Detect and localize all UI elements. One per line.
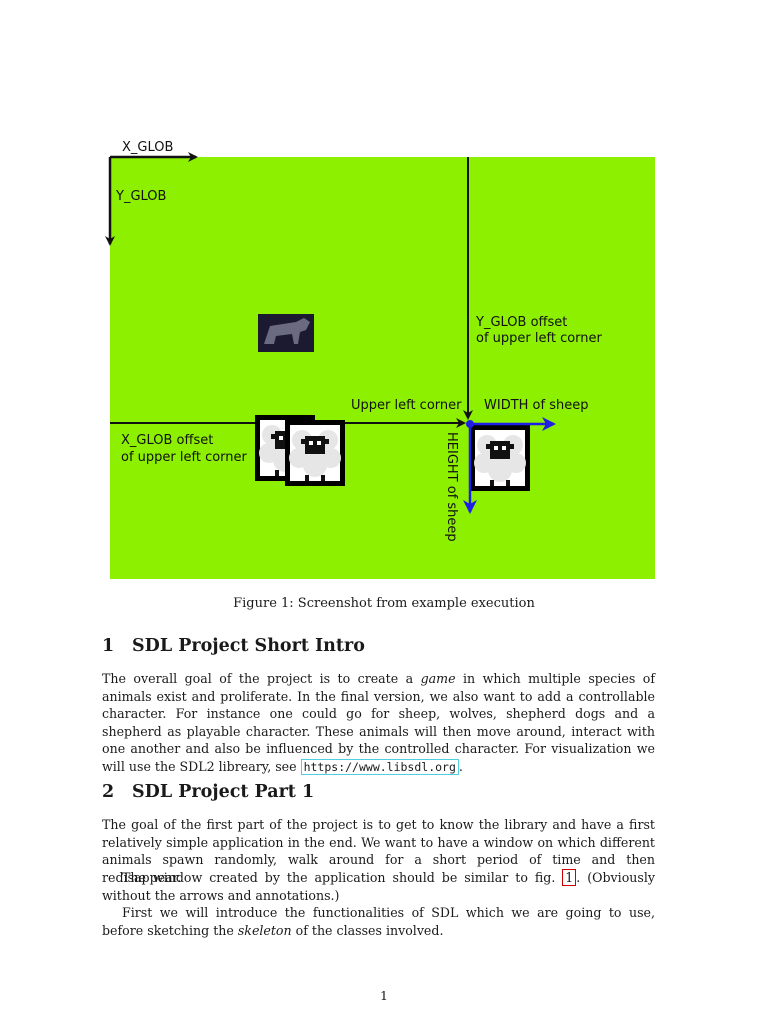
figure-1: X_GLOB Y_GLOB Y_GLOB offset of upper lef… xyxy=(0,0,768,600)
page-number: 1 xyxy=(0,988,768,1003)
figure-reference-link[interactable]: 1 xyxy=(562,869,576,886)
figure-canvas: X_GLOB Y_GLOB Y_GLOB offset of upper lef… xyxy=(0,0,768,600)
emphasis-skeleton: skeleton xyxy=(238,923,292,938)
libsdl-link[interactable]: https://www.libsdl.org xyxy=(301,759,459,775)
section-2-title: SDL Project Part 1 xyxy=(132,782,314,802)
wolf-sprite xyxy=(258,314,314,352)
section-2-paragraph-3: First we will introduce the functionalit… xyxy=(102,904,655,939)
emphasis-game: game xyxy=(421,671,456,686)
sheep-sprite xyxy=(470,425,530,491)
upper-left-corner-dot xyxy=(466,420,474,428)
section-1-title: SDL Project Short Intro xyxy=(132,636,365,656)
section-1-paragraph: The overall goal of the project is to cr… xyxy=(102,670,655,777)
sheep-sprite xyxy=(285,420,345,486)
text-span: . xyxy=(459,759,463,774)
x-glob-label: X_GLOB xyxy=(122,140,173,155)
upper-left-corner-label: Upper left corner xyxy=(351,398,462,413)
height-label: HEIGHT of sheep xyxy=(444,432,459,542)
y-offset-label-line1: Y_GLOB offset xyxy=(475,315,567,330)
y-glob-label: Y_GLOB xyxy=(115,189,166,204)
section-2-paragraph-2: The window created by the application sh… xyxy=(102,869,655,904)
text-span: of the classes involved. xyxy=(292,923,444,938)
text-span: The window created by the application sh… xyxy=(122,870,562,885)
section-1-number: 1 xyxy=(102,636,132,656)
section-2-number: 2 xyxy=(102,782,132,802)
width-label: WIDTH of sheep xyxy=(484,398,588,413)
y-offset-label-line2: of upper left corner xyxy=(476,331,603,346)
x-offset-label-line2: of upper left corner xyxy=(121,450,248,465)
figure-caption: Figure 1: Screenshot from example execut… xyxy=(0,596,768,611)
x-offset-label-line1: X_GLOB offset xyxy=(121,433,213,448)
text-span: The overall goal of the project is to cr… xyxy=(102,671,421,686)
game-window xyxy=(110,157,655,579)
